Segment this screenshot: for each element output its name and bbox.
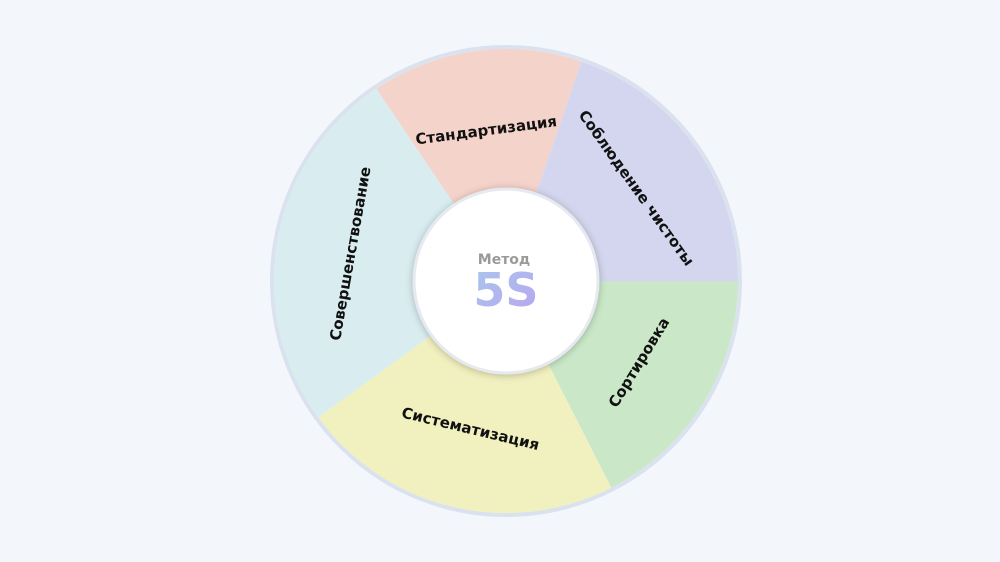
outer-ring [270, 45, 742, 517]
center-5s-text: 5S [473, 263, 538, 317]
center-title: Метод [478, 252, 530, 268]
segment-4 [318, 281, 612, 513]
center-disc [412, 187, 600, 375]
segment-1 [376, 49, 582, 282]
segment-5 [274, 88, 506, 418]
